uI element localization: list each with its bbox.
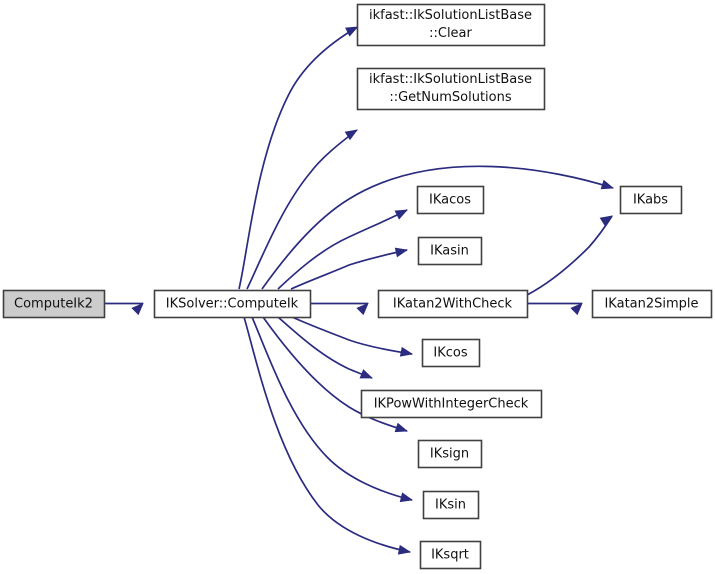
node-ikabs[interactable]: IKabs (619, 185, 683, 215)
edge-line (246, 129, 358, 290)
node-iksign[interactable]: IKsign (417, 439, 483, 469)
node-iksolver_computeik[interactable]: IKSolver::ComputeIk (153, 289, 312, 319)
node-box[interactable] (417, 236, 483, 266)
edge-iksolver_computeik-to-ikatan2withcheck (310, 302, 369, 316)
edge-computeik2-to-iksolver_computeik (104, 302, 144, 316)
arrowhead-icon (599, 215, 613, 227)
edge-iksolver_computeik-to-ikacos (277, 209, 408, 290)
node-label: IKabs (633, 193, 668, 208)
node-box[interactable] (416, 185, 485, 215)
edge-line (262, 316, 408, 432)
node-box[interactable] (356, 3, 546, 47)
edge-iksolver_computeik-to-ikasin (290, 247, 409, 290)
node-box[interactable] (619, 185, 683, 215)
nodes-layer: ComputeIk2 IKSolver::ComputeIk ikfast::IkS… (2, 3, 713, 570)
edge-iksolver_computeik-to-ikabs (261, 165, 615, 290)
edge-line (277, 316, 373, 379)
edge-iksolver_computeik-to-iksin (251, 316, 414, 503)
edge-line (238, 26, 358, 290)
edge-line (261, 165, 614, 290)
node-label-line1: ikfast::IkSolutionListBase (369, 8, 532, 23)
edge-iksolver_computeik-to-clear (238, 26, 359, 290)
node-ikcos[interactable]: IKcos (421, 338, 481, 368)
node-label-line1: ikfast::IkSolutionListBase (369, 72, 532, 87)
node-ikatan2withcheck[interactable]: IKatan2WithCheck (377, 289, 529, 319)
node-box[interactable] (591, 289, 713, 319)
node-label: IKSolver::ComputeIk (166, 297, 299, 312)
node-computeik2[interactable]: ComputeIk2 (2, 289, 106, 319)
node-label: ComputeIk2 (14, 297, 93, 312)
node-iksqrt[interactable]: IKsqrt (419, 540, 482, 570)
arrowhead-icon (131, 302, 144, 316)
node-box[interactable] (356, 67, 546, 111)
edge-line (526, 215, 613, 296)
node-label: IKcos (433, 346, 467, 361)
node-label: IKatan2WithCheck (393, 297, 513, 312)
node-label: IKsign (430, 447, 469, 462)
node-box[interactable] (2, 289, 106, 319)
arrowhead-icon (344, 129, 358, 141)
edge-ikatan2withcheck-to-ikabs (526, 215, 613, 296)
arrowhead-icon (359, 369, 374, 379)
arrowhead-icon (397, 544, 412, 555)
node-label-line2: ::Clear (429, 26, 472, 41)
node-label-line2: ::GetNumSolutions (389, 90, 512, 105)
edge-iksolver_computeik-to-ikcos (291, 316, 414, 357)
node-box[interactable] (377, 289, 529, 319)
node-label: IKasin (430, 244, 469, 259)
arrowhead-icon (345, 26, 359, 37)
arrowhead-icon (394, 209, 408, 220)
edge-iksolver_computeik-to-getnumsolutions (246, 129, 358, 290)
arrowhead-icon (399, 492, 414, 503)
node-iksin[interactable]: IKsin (422, 490, 480, 520)
edge-line (277, 209, 408, 290)
node-getnumsolutions[interactable]: ikfast::IkSolutionListBase::GetNumSoluti… (356, 67, 546, 111)
edge-line (251, 316, 413, 501)
arrowhead-icon (399, 346, 414, 357)
node-box[interactable] (153, 289, 312, 319)
node-label: IKacos (429, 193, 471, 208)
edge-line (290, 249, 408, 290)
node-label: IKatan2Simple (604, 297, 698, 312)
node-box[interactable] (421, 338, 481, 368)
node-ikatan2simple[interactable]: IKatan2Simple (591, 289, 713, 319)
node-label: IKPowWithIntegerCheck (374, 397, 529, 412)
edges-layer (104, 26, 615, 555)
arrowhead-icon (570, 302, 583, 316)
edge-line (291, 316, 413, 355)
node-ikacos[interactable]: IKacos (416, 185, 485, 215)
arrowhead-icon (356, 302, 369, 316)
arrowhead-icon (394, 422, 409, 433)
edge-iksolver_computeik-to-iksqrt (243, 316, 412, 555)
node-label: IKsqrt (431, 548, 469, 563)
edge-line (243, 316, 411, 553)
arrowhead-icon (600, 179, 615, 190)
node-box[interactable] (360, 389, 543, 419)
node-label: IKsin (435, 498, 466, 513)
node-ikasin[interactable]: IKasin (417, 236, 483, 266)
node-box[interactable] (422, 490, 480, 520)
edge-ikatan2withcheck-to-ikatan2simple (527, 302, 583, 316)
node-ikpowwithintegercheck[interactable]: IKPowWithIntegerCheck (360, 389, 543, 419)
edge-iksolver_computeik-to-iksign (262, 316, 409, 433)
node-box[interactable] (419, 540, 482, 570)
node-box[interactable] (417, 439, 483, 469)
node-clear[interactable]: ikfast::IkSolutionListBase::Clear (356, 3, 546, 47)
arrowhead-icon (394, 247, 409, 258)
edge-iksolver_computeik-to-ikpowwithintegercheck (277, 316, 374, 379)
